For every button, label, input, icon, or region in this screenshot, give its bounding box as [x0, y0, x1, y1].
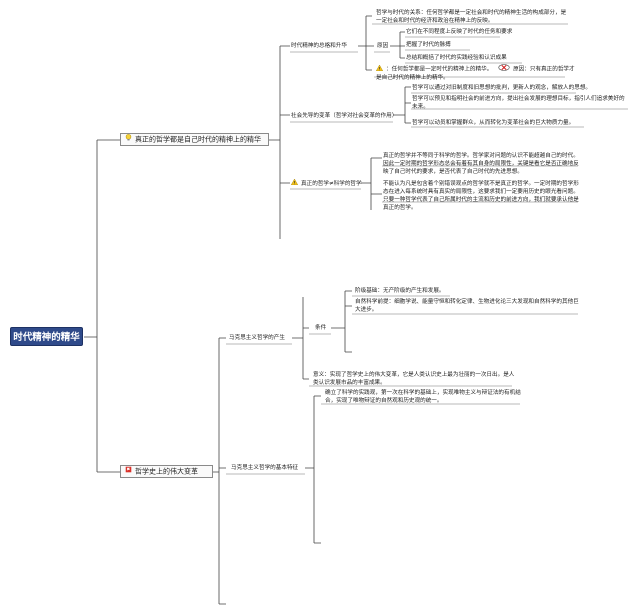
topic-conditions[interactable]: 条件	[315, 325, 327, 331]
topic-zeitgeist[interactable]: 时代精神的总格和升华	[291, 43, 347, 49]
branch-label: 真正的哲学都是自己时代的精神上的精华	[135, 135, 261, 144]
condition-class-basis: 阶级基础：无产阶级的产生和发展。	[355, 288, 445, 294]
lightbulb-icon	[125, 134, 132, 145]
feature-practice-view: 确立了科学的实践观，第一次在科学的基础上，实现唯物主义与辩证法的有机结合，实现了…	[325, 390, 521, 404]
topic-marxism-features[interactable]: 马克思主义哲学的基本特征	[231, 465, 299, 471]
topic-true-vs-scientific[interactable]: 真正的哲学≠科学的哲学	[290, 178, 362, 188]
topic-reason[interactable]: 原因	[377, 43, 389, 49]
social-change-item-3: 哲学可以动员和掌握群众，从而转化为变革社会的巨大物质力量。	[412, 120, 575, 126]
note-true-philosophy-2: 不能认为凡是包含着个别错误观点的哲学就不是真正的哲学。一定时期的哲学形态在进入每…	[383, 181, 579, 211]
wrong-cross-icon	[498, 64, 510, 74]
warning-icon	[290, 178, 299, 188]
reason-item-3: 总结和概括了时代的实践经验和认识成果	[406, 55, 507, 61]
reason-item-1: 它们在不同程度上反映了时代的任务和要求	[406, 29, 513, 35]
topic-marxism-origin[interactable]: 马克思主义哲学的产生	[229, 335, 285, 341]
reason-item-2: 把握了时代的脉搏	[406, 42, 451, 48]
note-warning-wrong: ：任何哲学都是一定时代的精神上的精华。 原因：只有真正的哲学才是自己时代的精神上…	[375, 64, 576, 82]
note-philosophy-time-relation: 哲学与时代的关系：任何哲学都是一定社会和时代的精神生活的构成部分，是一定社会和时…	[376, 10, 567, 24]
red-flag-icon	[125, 466, 132, 477]
social-change-item-1: 哲学可以通过对旧制度和旧思想的批判，更新人的观念，解放人的思想。	[412, 85, 592, 91]
branch-great-revolution[interactable]: 哲学史上的伟大变革	[120, 465, 213, 478]
note-significance: 意义：实现了哲学史上的伟大变革，它是人类认识史上最为壮丽的一次日出。是人类认识发…	[313, 372, 515, 386]
warning-icon	[375, 64, 384, 74]
social-change-item-2: 哲学可以预见和指明社会的前进方向，提出社会发展的理想目标，指引人们追求美好的未来…	[412, 96, 625, 110]
condition-science-premise: 自然科学前提：细胞学说、能量守恒和转化定律、生物进化论三大发现和自然科学的其他巨…	[355, 299, 579, 313]
branch-genuine-philosophy[interactable]: 真正的哲学都是自己时代的精神上的精华	[120, 133, 269, 146]
branch-label: 哲学史上的伟大变革	[135, 467, 198, 476]
root-topic[interactable]: 时代精神的精华	[10, 327, 83, 346]
topic-social-change[interactable]: 社会先导的变革（哲学对社会变革的作用）	[291, 113, 398, 119]
note-true-philosophy-1: 真正的哲学并不等同于科学的哲学。哲学家对问题的认识不能超越自己的时代。因此一定时…	[383, 153, 579, 175]
